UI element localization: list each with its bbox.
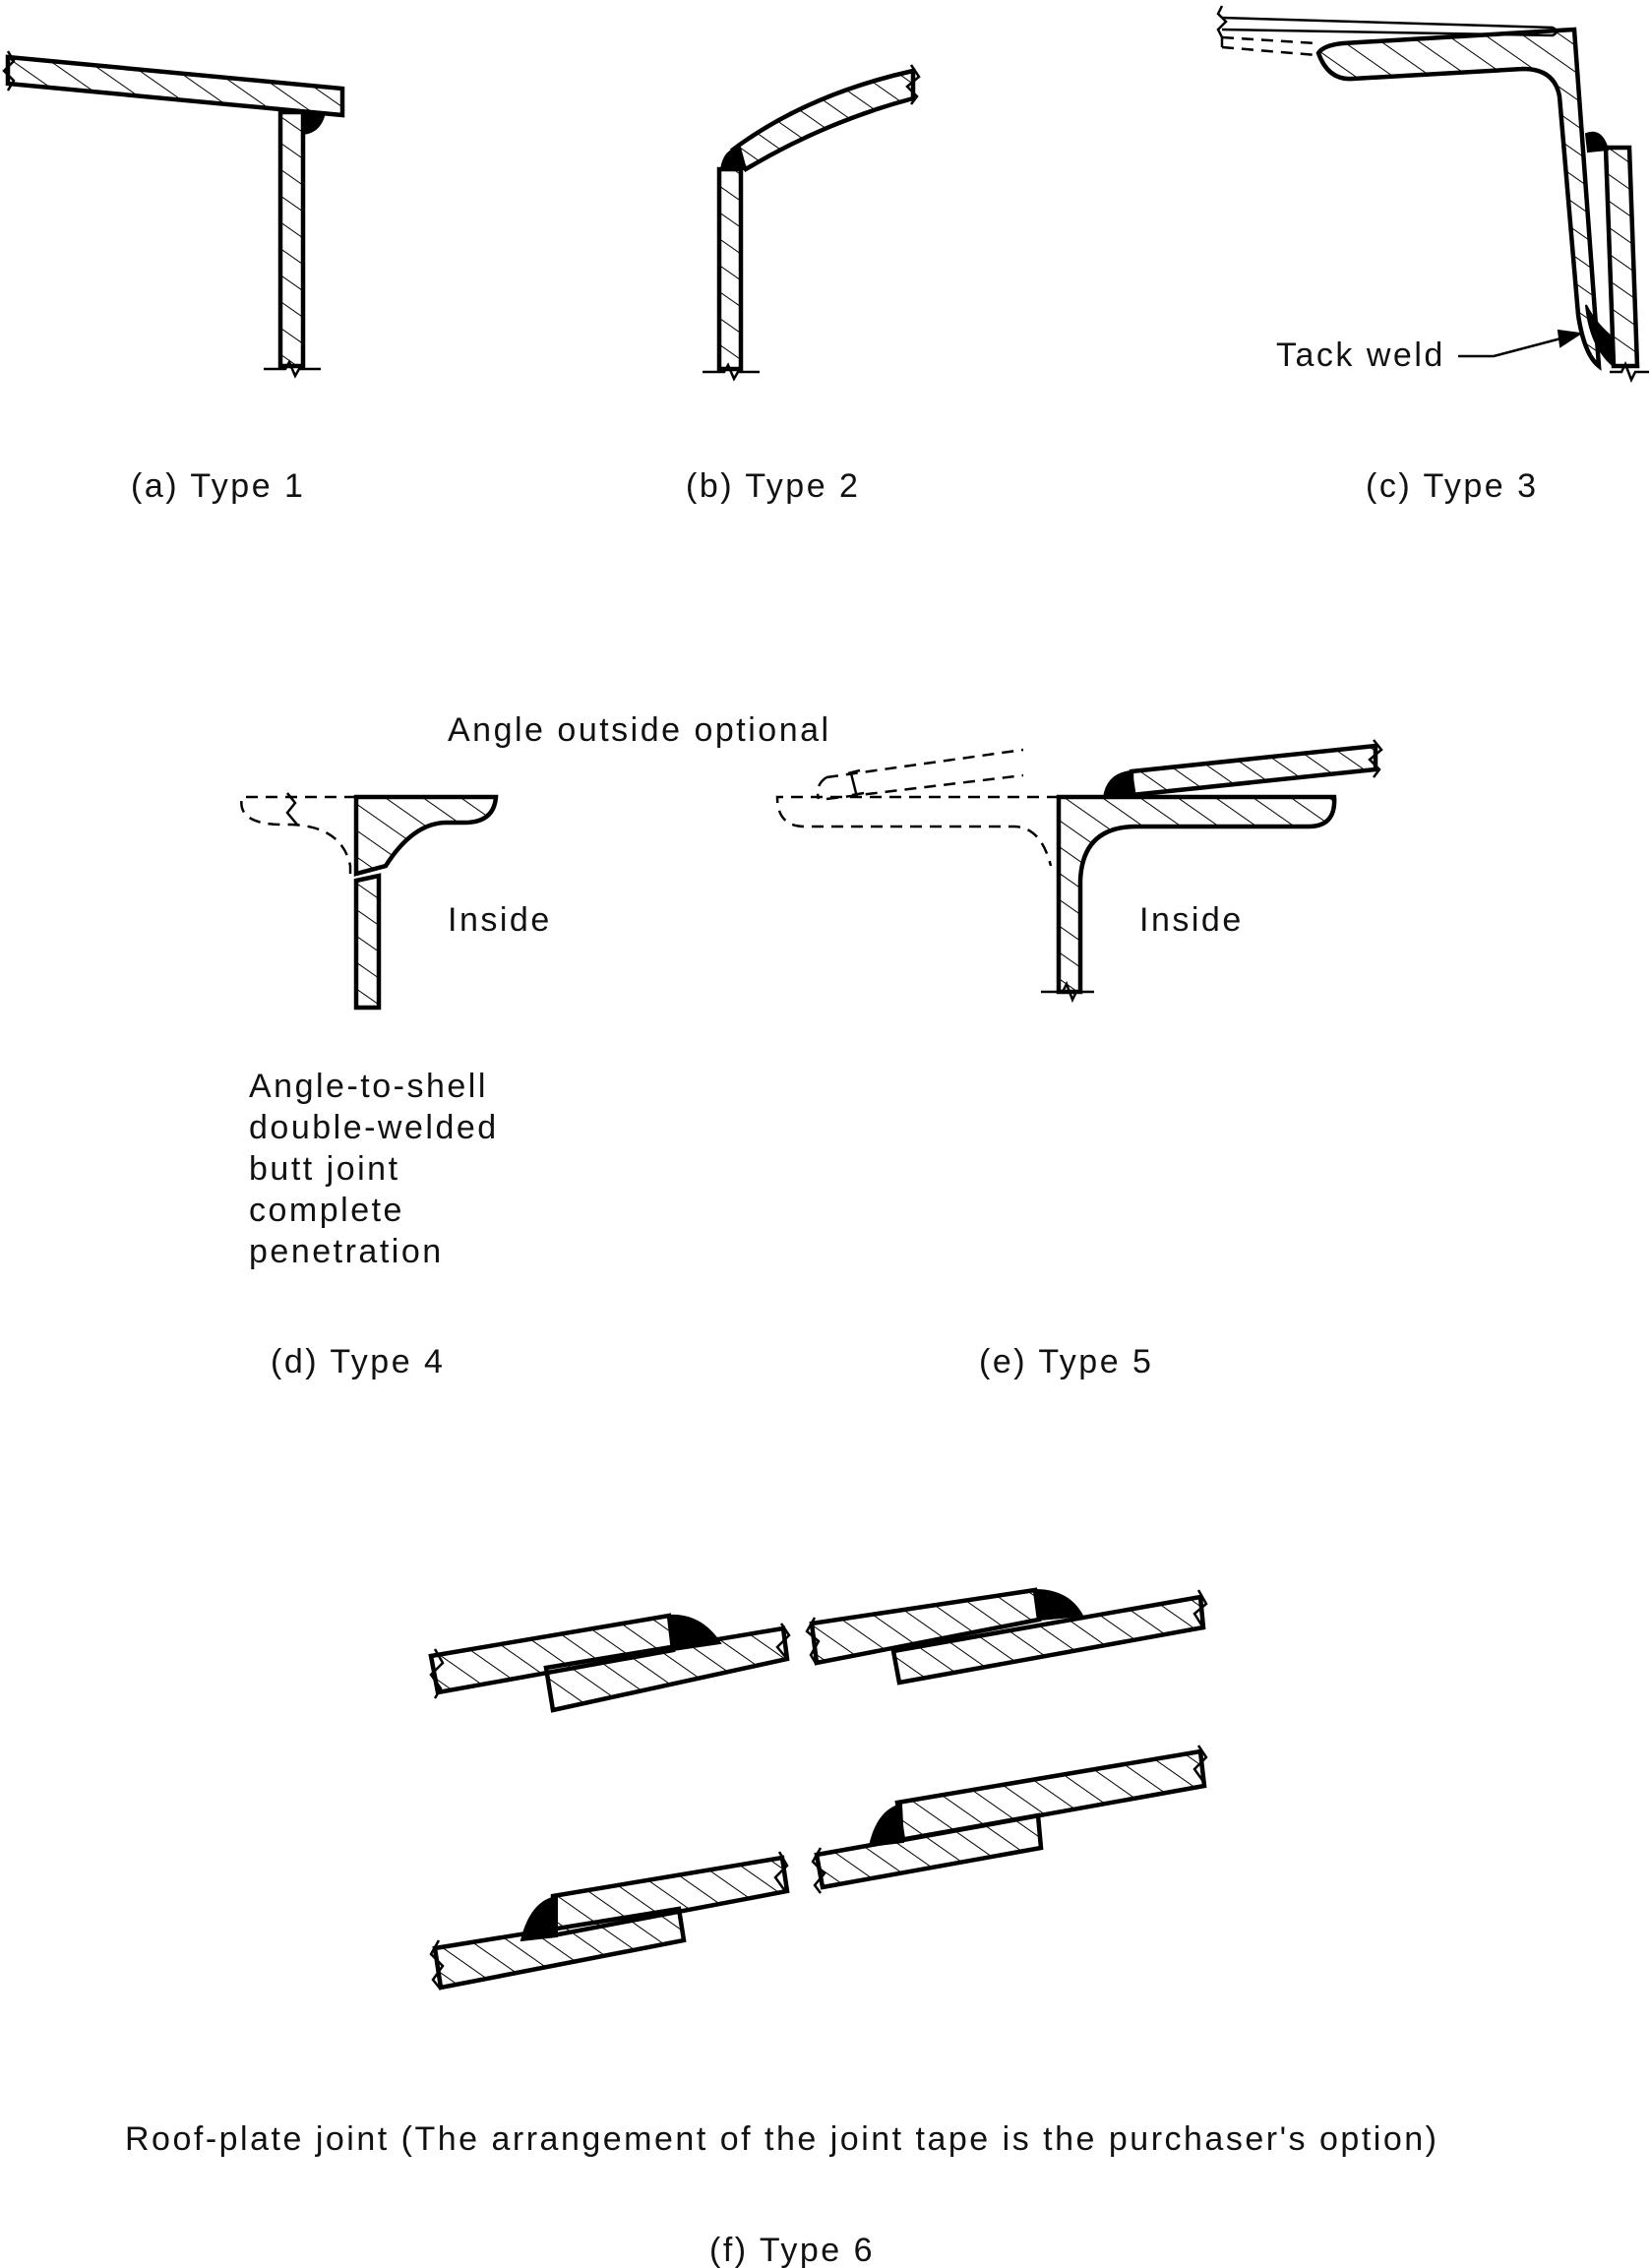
detail-type-3: Tack weld (c) Type 3 bbox=[1216, 5, 1649, 505]
tack-weld-leader-arrow bbox=[1458, 335, 1569, 358]
angle-outside-optional-label: Angle outside optional bbox=[448, 711, 831, 749]
type1-shell-plate bbox=[277, 109, 306, 369]
type4-note-line: Angle-to-shell bbox=[249, 1068, 488, 1105]
type4-note-line: double-welded bbox=[249, 1109, 499, 1146]
type2-caption: (b) Type 2 bbox=[686, 467, 860, 505]
type2-roof-break bbox=[905, 64, 921, 105]
type5-roof-plate bbox=[1129, 743, 1378, 798]
type1-roof-plate bbox=[5, 54, 345, 118]
detail-type-6: Roof-plate joint (The arrangement of the… bbox=[125, 1587, 1438, 2268]
type5-dimension-tick bbox=[847, 768, 865, 797]
type2-weld bbox=[719, 146, 748, 170]
type5-inside-label: Inside bbox=[1139, 901, 1244, 939]
type1-fillet-weld bbox=[302, 111, 327, 136]
tack-weld-arrowhead bbox=[1557, 329, 1583, 348]
type4-note: Angle-to-shell double-welded butt joint … bbox=[249, 1068, 511, 1270]
type4-caption: (d) Type 4 bbox=[271, 1343, 445, 1380]
type4-inside-label: Inside bbox=[448, 901, 552, 939]
type3-tack-weld bbox=[1585, 304, 1615, 369]
type4-optional-break bbox=[285, 792, 298, 826]
type6-lap-bottom-left bbox=[429, 1851, 790, 1991]
type4-optional-outside-angle bbox=[240, 795, 356, 874]
type4-top-angle bbox=[353, 794, 499, 877]
type5-roof-break bbox=[1368, 739, 1383, 778]
detail-type-5: Inside (e) Type 5 bbox=[775, 739, 1383, 1380]
type3-dashed-edge-2 bbox=[1221, 45, 1317, 57]
type3-weld bbox=[1584, 131, 1610, 153]
type6-caption: (f) Type 6 bbox=[709, 2232, 875, 2268]
type3-shell-plate bbox=[1603, 145, 1640, 369]
type1-roof-break bbox=[2, 50, 16, 92]
roof-plate-joint-note: Roof-plate joint (The arrangement of the… bbox=[125, 2120, 1438, 2158]
type6-lap-top-right bbox=[805, 1587, 1208, 1686]
type5-shell-break bbox=[1041, 980, 1094, 1004]
detail-type-2: (b) Type 2 bbox=[686, 64, 921, 505]
type3-knuckle-compression-ring bbox=[1315, 27, 1602, 371]
type4-note-line: penetration bbox=[249, 1233, 444, 1270]
type4-note-line: complete bbox=[249, 1192, 404, 1229]
tack-weld-label: Tack weld bbox=[1276, 337, 1445, 374]
type1-caption: (a) Type 1 bbox=[131, 467, 305, 505]
type1-shell-break bbox=[264, 359, 321, 379]
type3-break-mark-top bbox=[1216, 5, 1228, 47]
type2-shell-break bbox=[703, 362, 760, 382]
type4-shell-plate bbox=[353, 873, 382, 1011]
type5-optional-roof-dash-1 bbox=[826, 748, 1024, 779]
type5-caption: (e) Type 5 bbox=[979, 1343, 1153, 1380]
type6-lap-bottom-right bbox=[811, 1745, 1208, 1894]
type5-optional-dash-curve bbox=[816, 775, 827, 800]
type2-shell-plate bbox=[716, 166, 744, 372]
type3-dashed-edge-1 bbox=[1221, 35, 1317, 45]
type6-lap-top-left bbox=[428, 1613, 791, 1713]
type3-caption: (c) Type 3 bbox=[1366, 467, 1539, 505]
type5-weld bbox=[1102, 769, 1137, 798]
type5-top-angle bbox=[1056, 794, 1337, 995]
type3-shell-break bbox=[1610, 360, 1649, 384]
type4-note-line: butt joint bbox=[249, 1150, 400, 1188]
type5-optional-outside-angle bbox=[775, 795, 1059, 867]
detail-type-1: (a) Type 1 bbox=[2, 50, 345, 505]
type2-curved-roof-plate bbox=[729, 68, 916, 173]
type5-optional-roof-dash-2 bbox=[826, 773, 1024, 801]
detail-type-4: Angle outside optional Inside Angle-to-s… bbox=[240, 711, 831, 1380]
